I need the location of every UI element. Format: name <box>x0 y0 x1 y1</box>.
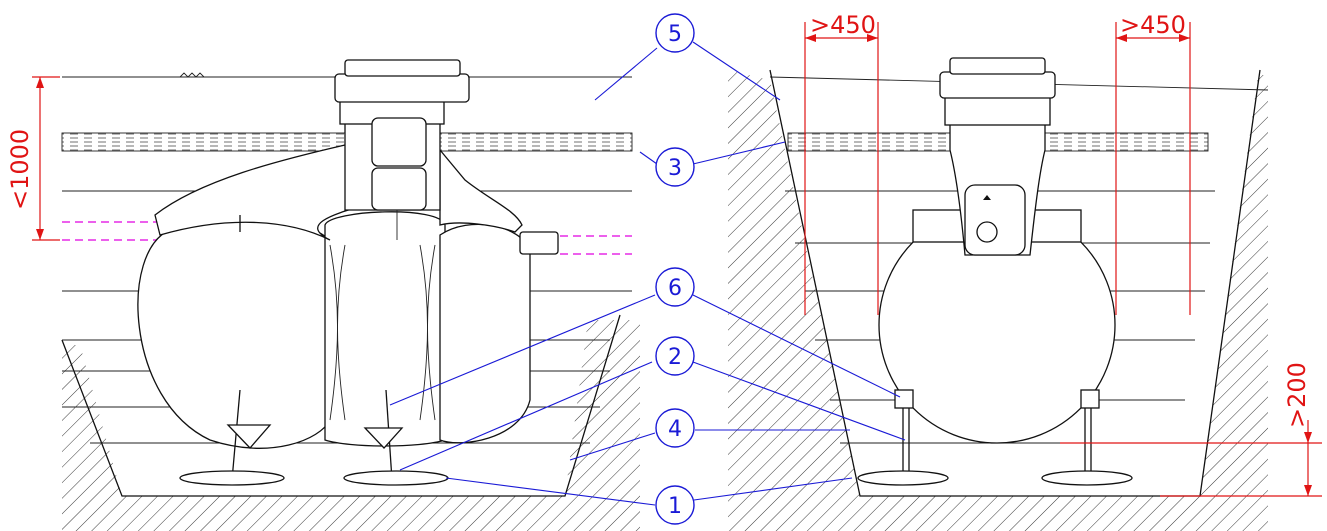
right-tank <box>878 57 1116 478</box>
right-excavation-soil <box>728 69 1268 531</box>
left-anchor-plates <box>179 470 449 486</box>
bedding-height-dimension: >200 <box>1060 362 1322 497</box>
callout-1: 1 <box>655 485 695 525</box>
callout-4: 4 <box>655 408 695 448</box>
callout-5-label: 5 <box>668 22 682 47</box>
callout-6: 6 <box>655 267 695 307</box>
callout-4-label: 4 <box>668 417 682 442</box>
callout-leaders <box>389 41 906 506</box>
side-clearance-left-label: >450 <box>810 11 876 39</box>
left-excavation-soil <box>61 314 640 531</box>
side-clearance-right-dimension: >450 <box>1115 11 1191 315</box>
cover-depth-dimension: <1000 <box>6 76 60 241</box>
callout-2-label: 2 <box>668 345 682 370</box>
left-pipe-indicators <box>62 221 632 255</box>
right-anchor-plates <box>857 470 1133 486</box>
left-section-view: <1000 <box>6 59 640 531</box>
right-section-view: >450 >450 >200 <box>728 11 1322 531</box>
cover-depth-label: <1000 <box>6 129 34 210</box>
callout-3-label: 3 <box>668 156 682 181</box>
callout-5: 5 <box>655 13 695 53</box>
callout-1-label: 1 <box>668 494 682 519</box>
side-clearance-right-label: >450 <box>1120 11 1186 39</box>
side-clearance-left-dimension: >450 <box>804 11 879 315</box>
callout-2: 2 <box>655 336 695 376</box>
callout-6-label: 6 <box>668 276 682 301</box>
callout-3: 3 <box>655 147 695 187</box>
left-tank <box>137 59 559 481</box>
bedding-height-label: >200 <box>1283 362 1311 428</box>
